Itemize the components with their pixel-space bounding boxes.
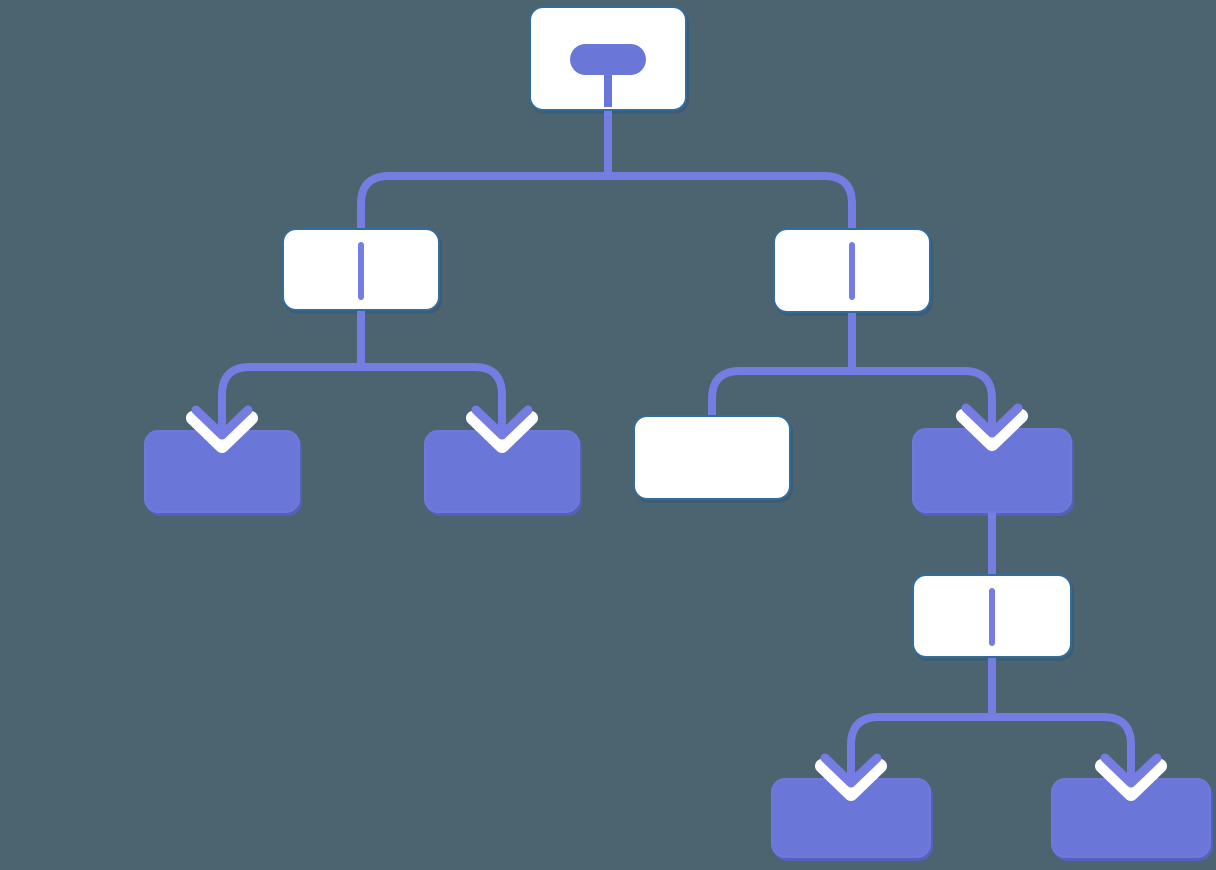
edge-root-branch-right (608, 172, 856, 228)
vertical-bar-icon (849, 242, 855, 300)
node-child-collapsed[interactable] (912, 428, 1072, 513)
node-branch-left[interactable] (282, 228, 440, 311)
pill-stem-icon (531, 8, 685, 109)
node-leaf-left-1[interactable] (144, 430, 300, 513)
edge-branch-right-child-plain (708, 367, 852, 415)
edge-root-branch-left (357, 172, 608, 228)
vertical-bar-icon (989, 588, 995, 646)
node-child-plain[interactable] (633, 415, 791, 500)
node-branch-right[interactable] (773, 228, 931, 313)
edge-branch-right-child-collapsed (852, 367, 996, 433)
node-branch-bottom[interactable] (912, 574, 1072, 658)
stem-shape (604, 70, 612, 107)
node-leaf-bottom-2[interactable] (1051, 778, 1211, 858)
edge-branch-bottom-leaf-bottom-1 (847, 713, 992, 783)
vertical-bar-icon (358, 242, 364, 300)
edge-branch-bottom-leaf-bottom-2 (992, 713, 1135, 783)
node-leaf-bottom-1[interactable] (771, 778, 931, 858)
edge-branch-left-leaf-left-1 (218, 363, 361, 435)
edge-branch-left-leaf-left-2 (361, 363, 506, 435)
node-root[interactable] (529, 6, 687, 111)
node-leaf-left-2[interactable] (424, 430, 580, 513)
pill-shape (570, 44, 646, 75)
